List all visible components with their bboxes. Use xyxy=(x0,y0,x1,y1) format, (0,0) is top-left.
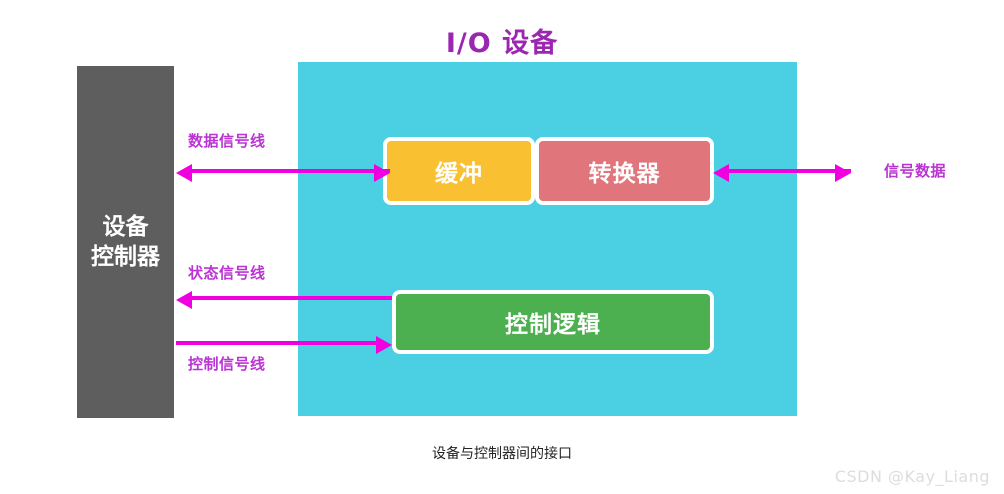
data-signal-arrowhead-left-icon xyxy=(176,164,192,182)
converter-block-label: 转换器 xyxy=(588,161,661,187)
data-signal-arrow-line xyxy=(192,169,390,173)
control-logic-block: 控制逻辑 xyxy=(392,290,714,354)
io-device-box xyxy=(298,62,797,416)
control-signal-arrowhead-right-icon xyxy=(376,336,392,354)
data-signal-arrowhead-right-icon xyxy=(374,164,390,182)
control-signal-label: 控制信号线 xyxy=(188,355,266,373)
signal-data-arrowhead-left-icon xyxy=(713,164,729,182)
control-logic-block-label: 控制逻辑 xyxy=(505,312,601,338)
converter-block: 转换器 xyxy=(535,137,714,205)
signal-data-arrow-line xyxy=(729,169,851,173)
device-controller-label: 设备 控制器 xyxy=(91,214,160,270)
status-signal-arrow-line xyxy=(192,296,392,300)
diagram-caption: 设备与控制器间的接口 xyxy=(432,446,572,462)
control-signal-arrow-line xyxy=(176,341,376,345)
device-controller-box: 设备 控制器 xyxy=(77,66,174,418)
buffer-block-label: 缓冲 xyxy=(435,161,483,187)
signal-data-label: 信号数据 xyxy=(884,162,947,180)
page-title: I/O 设备 xyxy=(445,28,559,59)
signal-data-arrowhead-right-icon xyxy=(835,164,851,182)
status-signal-label: 状态信号线 xyxy=(188,264,266,282)
watermark: CSDN @Kay_Liang xyxy=(834,467,990,486)
buffer-block: 缓冲 xyxy=(383,137,535,205)
status-signal-arrowhead-left-icon xyxy=(176,291,192,309)
data-signal-label: 数据信号线 xyxy=(188,132,266,150)
